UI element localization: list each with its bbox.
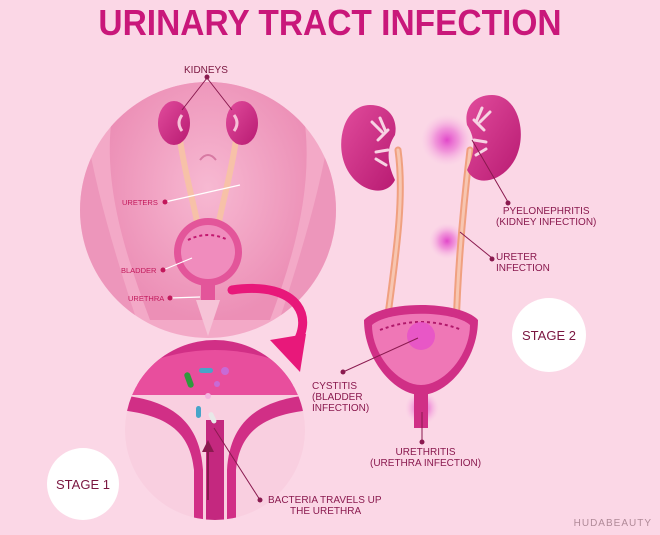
label-cystitis: CYSTITIS (BLADDER INFECTION) [312,381,369,414]
label-bladder: BLADDER [121,266,157,275]
label-pyelonephritis-line2: (KIDNEY INFECTION) [496,217,597,228]
stage-1-badge: STAGE 1 [47,448,119,520]
overview-circle [80,74,336,338]
label-bacteria-line2: THE URETHRA [290,506,362,517]
label-pyelonephritis-line1: PYELONEPHRITIS [502,206,590,217]
label-ureter-infection-line1: URETER [496,252,538,263]
label-ureters: URETERS [122,198,158,207]
label-ureter-infection: URETER INFECTION [496,252,550,274]
label-cystitis-line3: INFECTION) [312,403,370,414]
label-ureter-infection-line2: INFECTION [496,263,550,274]
label-cystitis-line2: (BLADDER [312,392,363,403]
label-kidneys: KIDNEYS [184,65,228,76]
label-pyelonephritis: PYELONEPHRITIS (KIDNEY INFECTION) [496,206,596,228]
page-title: URINARY TRACT INFECTION [98,2,562,43]
label-urethritis-line2: (URETHRA INFECTION) [370,458,482,469]
stage-1-label: STAGE 1 [56,476,110,492]
urinary-system [341,95,521,428]
label-bacteria: BACTERIA TRAVELS UP THE URETHRA [268,495,382,517]
transition-arrow [227,284,308,372]
leader-lines [340,139,511,445]
label-urethritis-line1: URETHRITIS [395,447,456,458]
stage-2-badge: STAGE 2 [512,298,586,372]
label-bacteria-line1: BACTERIA TRAVELS UP [268,495,382,506]
brand-watermark: HUDABEAUTY [573,518,652,529]
stage-2-label: STAGE 2 [522,327,576,343]
label-urethra: URETHRA [128,294,165,303]
label-urethritis: URETHRITIS (URETHRA INFECTION) [370,447,481,469]
label-cystitis-line1: CYSTITIS [312,381,358,392]
